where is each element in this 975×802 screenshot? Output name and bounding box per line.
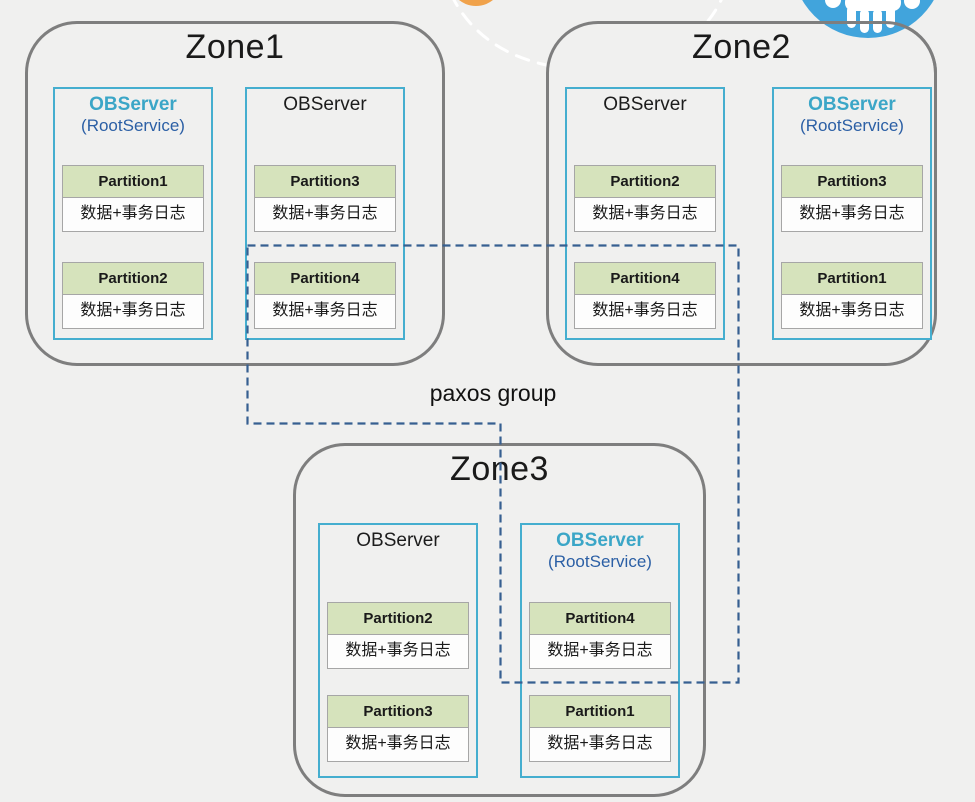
partition-label: Partition1: [781, 262, 923, 295]
partition-log-label: 数据+事务日志: [529, 635, 671, 669]
partition-label: Partition2: [327, 602, 469, 635]
observer-title: OBServer: [808, 94, 896, 115]
partition-log-label: 数据+事务日志: [254, 295, 396, 329]
partition-box: Partition4 数据+事务日志: [529, 602, 671, 669]
partition-log-label: 数据+事务日志: [62, 295, 204, 329]
partition-log-label: 数据+事务日志: [529, 728, 671, 762]
observer-box: OBServer Partition2 数据+事务日志 Partition4 数…: [565, 87, 725, 340]
zone-title: Zone1: [185, 28, 285, 66]
observer-rootservice-box: OBServer (RootService) Partition1 数据+事务日…: [53, 87, 213, 340]
rootservice-subtitle: (RootService): [800, 116, 904, 135]
partition-label: Partition2: [62, 262, 204, 295]
partition-label: Partition1: [529, 695, 671, 728]
observer-box: OBServer Partition2 数据+事务日志 Partition3 数…: [318, 523, 478, 778]
partition-label: Partition1: [62, 165, 204, 198]
partition-label: Partition3: [327, 695, 469, 728]
observer-rootservice-box: OBServer (RootService) Partition4 数据+事务日…: [520, 523, 680, 778]
partition-log-label: 数据+事务日志: [781, 198, 923, 232]
partition-log-label: 数据+事务日志: [62, 198, 204, 232]
partition-box: Partition2 数据+事务日志: [327, 602, 469, 669]
zone-box-1: Zone1 OBServer (RootService) Partition1 …: [25, 21, 445, 366]
zone-box-3: Zone3 OBServer Partition2 数据+事务日志 Partit…: [293, 443, 706, 797]
partition-box: Partition4 数据+事务日志: [574, 262, 716, 329]
observer-title: OBServer: [603, 94, 687, 115]
partition-label: Partition4: [574, 262, 716, 295]
partition-box: Partition3 数据+事务日志: [327, 695, 469, 762]
partition-box: Partition4 数据+事务日志: [254, 262, 396, 329]
partition-log-label: 数据+事务日志: [327, 728, 469, 762]
partition-box: Partition1 数据+事务日志: [62, 165, 204, 232]
partition-box: Partition3 数据+事务日志: [254, 165, 396, 232]
paxos-group-label: paxos group: [429, 380, 557, 406]
partition-log-label: 数据+事务日志: [574, 198, 716, 232]
partition-log-label: 数据+事务日志: [781, 295, 923, 329]
partition-label: Partition4: [529, 602, 671, 635]
partition-box: Partition1 数据+事务日志: [529, 695, 671, 762]
partition-label: Partition3: [781, 165, 923, 198]
partition-box: Partition2 数据+事务日志: [574, 165, 716, 232]
observer-rootservice-box: OBServer (RootService) Partition3 数据+事务日…: [772, 87, 932, 340]
partition-label: Partition4: [254, 262, 396, 295]
partition-box: Partition1 数据+事务日志: [781, 262, 923, 329]
zone-title: Zone3: [450, 450, 549, 488]
partition-log-label: 数据+事务日志: [574, 295, 716, 329]
observer-title: OBServer: [89, 94, 177, 115]
partition-label: Partition3: [254, 165, 396, 198]
observer-box: OBServer Partition3 数据+事务日志 Partition4 数…: [245, 87, 405, 340]
orange-circle-logo: [459, 0, 493, 6]
observer-title: OBServer: [283, 94, 367, 115]
zone-title: Zone2: [692, 28, 791, 66]
observer-title: OBServer: [556, 530, 644, 551]
partition-box: Partition3 数据+事务日志: [781, 165, 923, 232]
zone-box-2: Zone2 OBServer Partition2 数据+事务日志 Partit…: [546, 21, 937, 366]
rootservice-subtitle: (RootService): [548, 552, 652, 571]
partition-box: Partition2 数据+事务日志: [62, 262, 204, 329]
partition-log-label: 数据+事务日志: [254, 198, 396, 232]
observer-title: OBServer: [356, 530, 440, 551]
rootservice-subtitle: (RootService): [81, 116, 185, 135]
partition-label: Partition2: [574, 165, 716, 198]
partition-log-label: 数据+事务日志: [327, 635, 469, 669]
